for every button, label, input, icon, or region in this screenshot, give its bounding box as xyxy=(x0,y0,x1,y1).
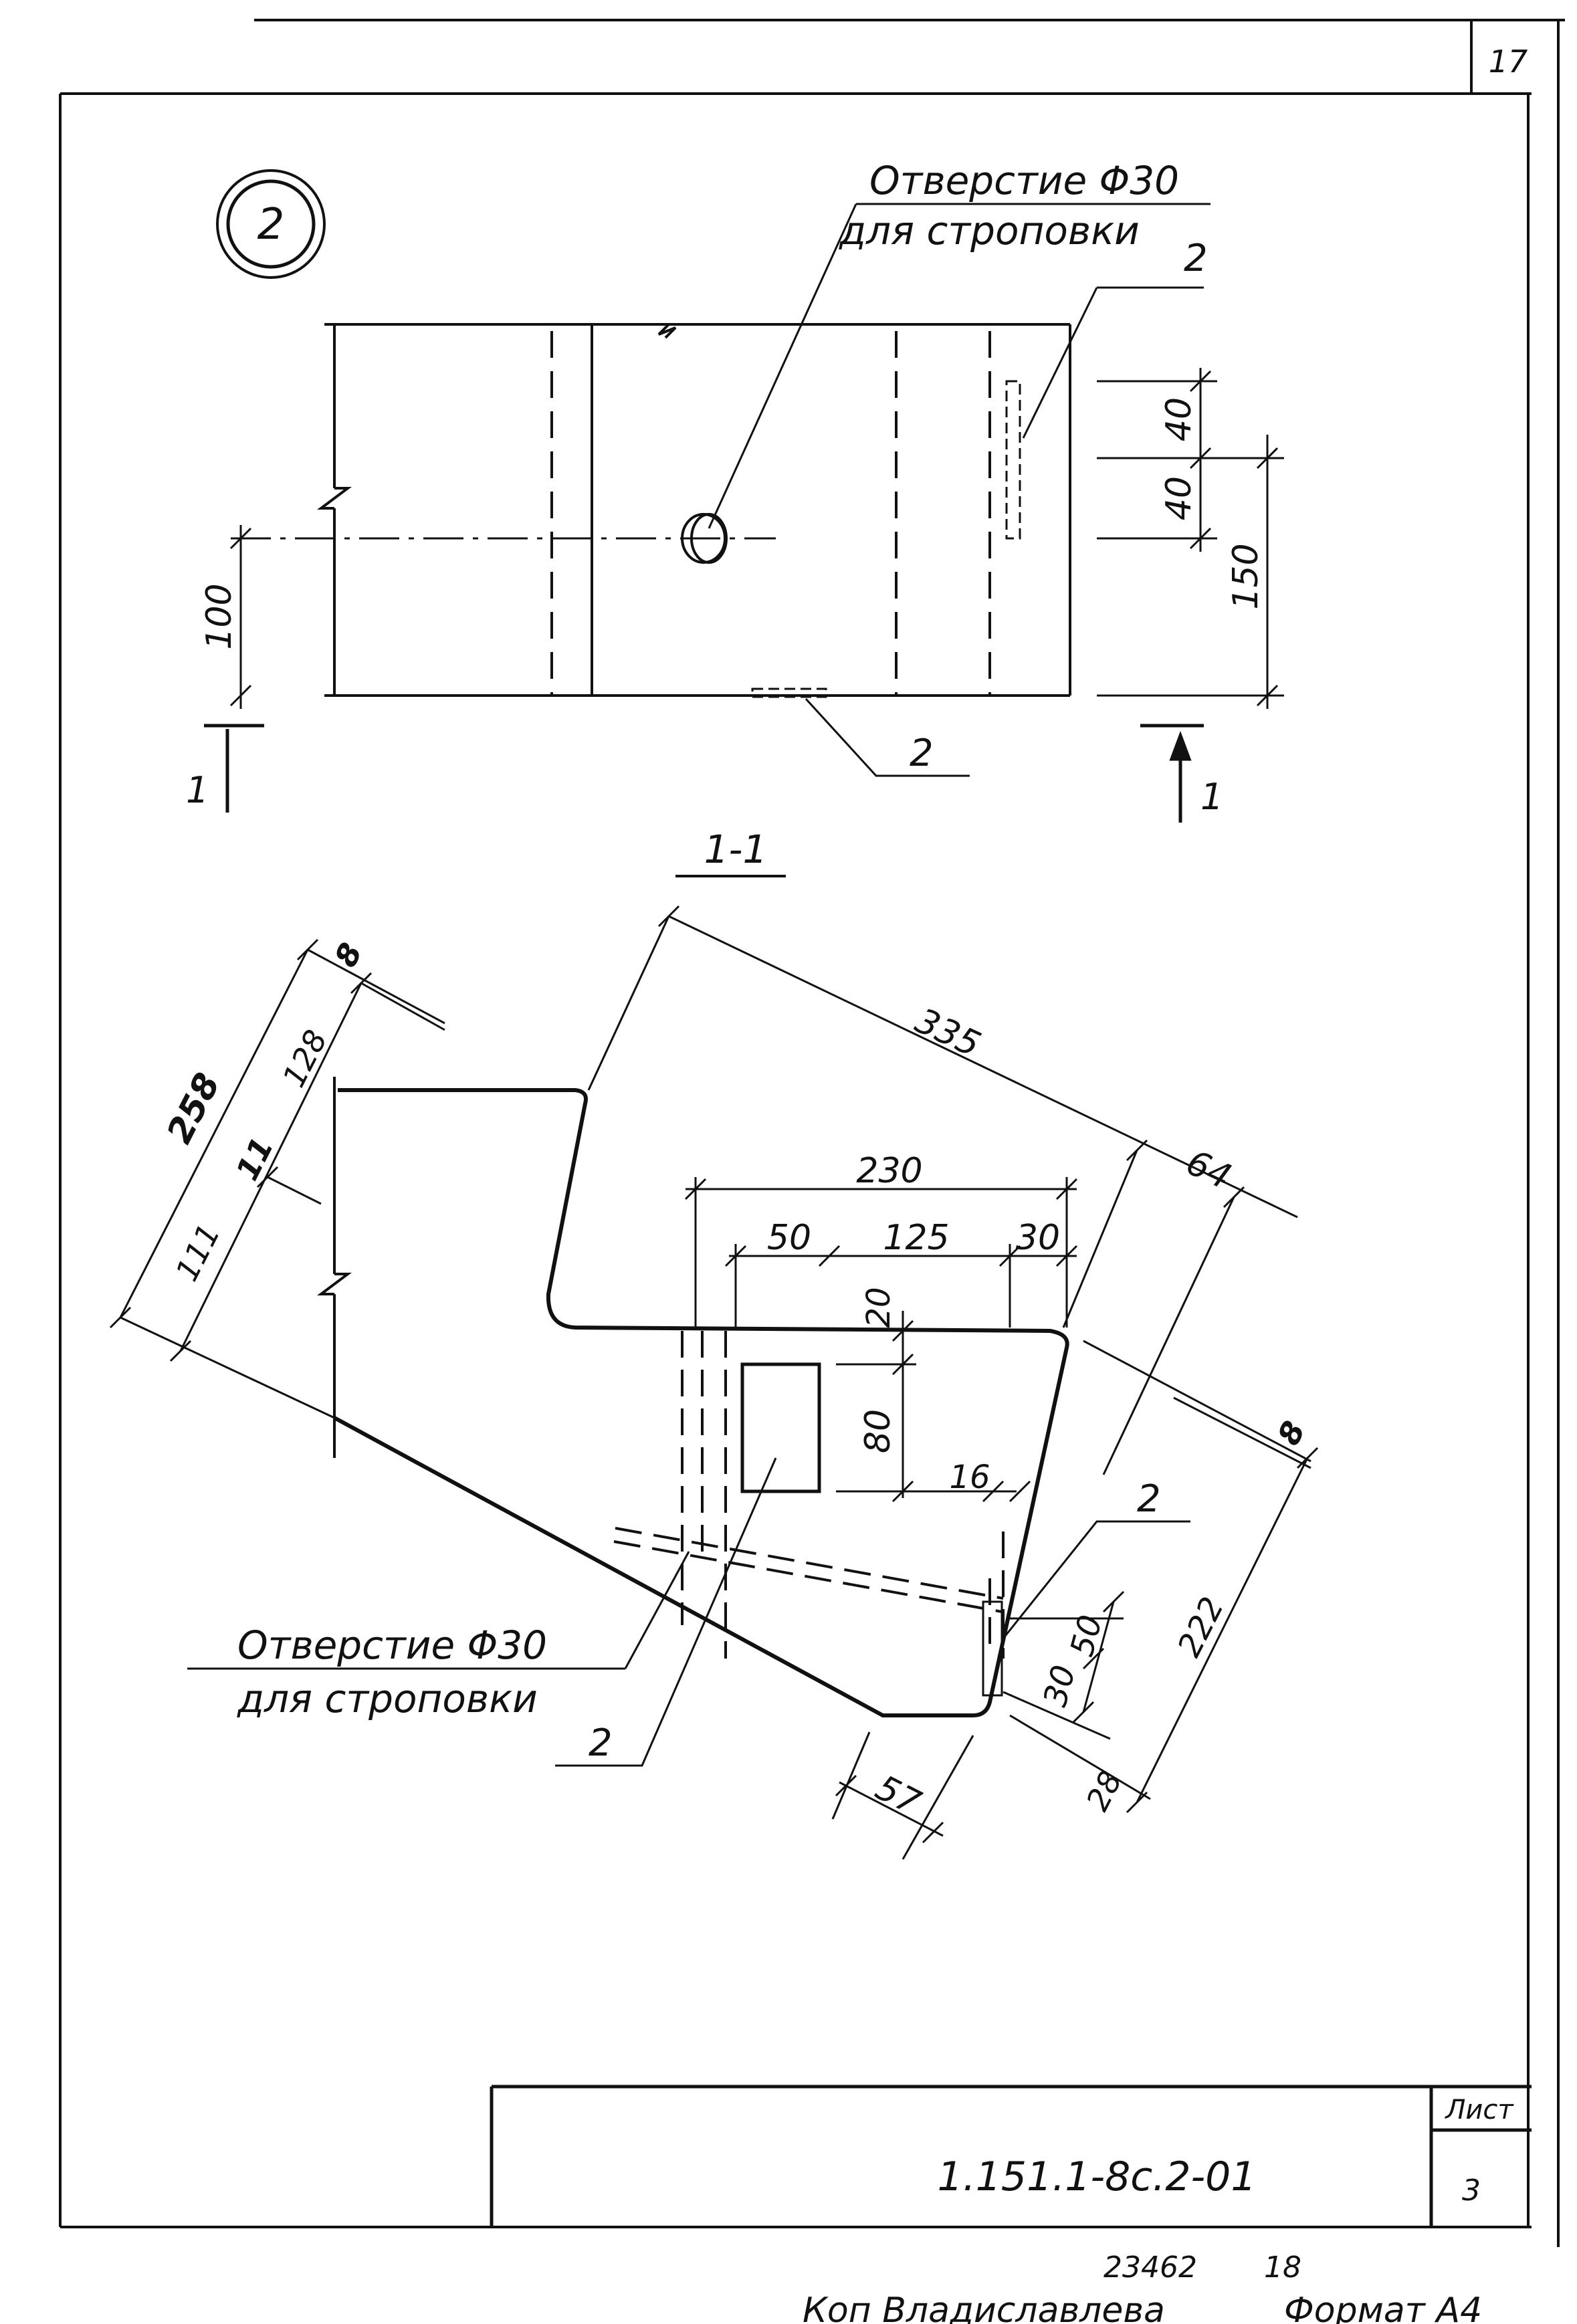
callout-section-bottom: 2 xyxy=(589,1721,613,1765)
inventory-suffix: 18 xyxy=(1264,2250,1301,2285)
section-dims-top xyxy=(684,1177,1078,1328)
dim-150: 150 xyxy=(1226,543,1266,609)
dim-128: 128 xyxy=(276,1024,334,1093)
weld-mark-section xyxy=(982,1600,1003,1697)
hole-note-top-line2: для строповки xyxy=(839,208,1140,253)
callout-section-right: 2 xyxy=(1137,1477,1161,1521)
section-view: 230 50 125 30 20 80 16 335 64 xyxy=(109,905,1319,1860)
dim-40-lower: 40 xyxy=(1159,476,1199,520)
document-code: 1.151.1-8с.2-01 xyxy=(937,2153,1256,2200)
section-dims-right xyxy=(1083,1340,1319,1814)
callout-leader-top-right xyxy=(1022,287,1098,439)
section-dim-57 xyxy=(831,1731,974,1860)
detail-marker-number: 2 xyxy=(257,200,285,249)
callout-leader-section-bottom xyxy=(555,1457,777,1767)
top-view-dim-left xyxy=(229,525,252,709)
top-view-dims-right xyxy=(1097,368,1284,709)
dim-8-left: 8 xyxy=(327,937,369,972)
dim-80: 80 xyxy=(858,1409,898,1453)
dim-57: 57 xyxy=(869,1768,927,1824)
hole-note-leader-section xyxy=(187,1551,690,1670)
section-profile xyxy=(333,1088,1069,1717)
dim-222: 222 xyxy=(1170,1591,1231,1663)
top-view-outline xyxy=(317,323,1071,697)
copier-note: Коп Владиславлева xyxy=(803,2291,1165,2324)
dim-64: 64 xyxy=(1180,1142,1237,1197)
sling-hole-section xyxy=(740,1362,821,1493)
dim-20: 20 xyxy=(860,1287,898,1328)
callout-top-right: 2 xyxy=(1184,237,1208,280)
dim-40-upper: 40 xyxy=(1159,397,1199,441)
section-hidden-lines xyxy=(613,1331,1005,1659)
section-cut-left xyxy=(204,724,264,813)
format-note: Формат А4 xyxy=(1284,2291,1482,2324)
dim-8-right: 8 xyxy=(1270,1415,1312,1451)
weld-mark-bottom xyxy=(751,688,827,698)
section-dims-hole xyxy=(836,1311,1031,1503)
sling-hole-top xyxy=(681,513,728,564)
dim-230: 230 xyxy=(856,1151,922,1191)
section-dim-335 xyxy=(587,905,1298,1475)
hole-note-section-line2: для строповки xyxy=(237,1676,538,1721)
page-number: 17 xyxy=(1489,43,1528,80)
sheet-number: 3 xyxy=(1462,2174,1481,2208)
inventory-number: 23462 xyxy=(1103,2250,1197,2285)
section-title: 1-1 xyxy=(704,827,768,872)
section-dims-left xyxy=(109,938,445,1419)
dim-50: 50 xyxy=(767,1218,811,1258)
sheet-frame xyxy=(59,19,1565,2247)
dim-16: 16 xyxy=(949,1459,990,1496)
hole-note-top-line1: Отверстие Φ30 xyxy=(869,158,1179,203)
section-break-line xyxy=(317,1077,352,1458)
section-mark-left: 1 xyxy=(186,769,209,811)
section-mark-right: 1 xyxy=(1200,776,1223,818)
callout-leader-top-bottom xyxy=(805,698,970,777)
section-cut-right xyxy=(1140,724,1204,823)
dim-125: 125 xyxy=(883,1218,949,1258)
callout-leader-section-right xyxy=(1002,1520,1190,1639)
callout-top-bottom: 2 xyxy=(910,732,934,775)
dim-100: 100 xyxy=(199,583,239,649)
hole-note-section-line1: Отверстие Φ30 xyxy=(237,1622,547,1668)
title-block xyxy=(490,2085,1532,2227)
hole-note-leader-top xyxy=(708,203,1211,529)
weld-mark-right xyxy=(1005,380,1021,540)
top-view-hidden-lines xyxy=(550,331,991,696)
dim-111: 111 xyxy=(169,1218,227,1287)
section-dims-lower-right xyxy=(1003,1590,1151,1800)
detail-marker xyxy=(216,169,326,279)
top-view: Отверстие Φ30 для строповки 2 2 40 40 15… xyxy=(186,158,1284,823)
dim-28: 28 xyxy=(1079,1765,1129,1816)
dim-335: 335 xyxy=(910,1000,986,1065)
dim-258: 258 xyxy=(159,1067,228,1150)
dim-11: 11 xyxy=(229,1132,280,1186)
dim-30-top: 30 xyxy=(1016,1218,1060,1258)
sheet-label: Лист xyxy=(1444,2095,1514,2125)
dim-30-right: 30 xyxy=(1037,1661,1083,1710)
